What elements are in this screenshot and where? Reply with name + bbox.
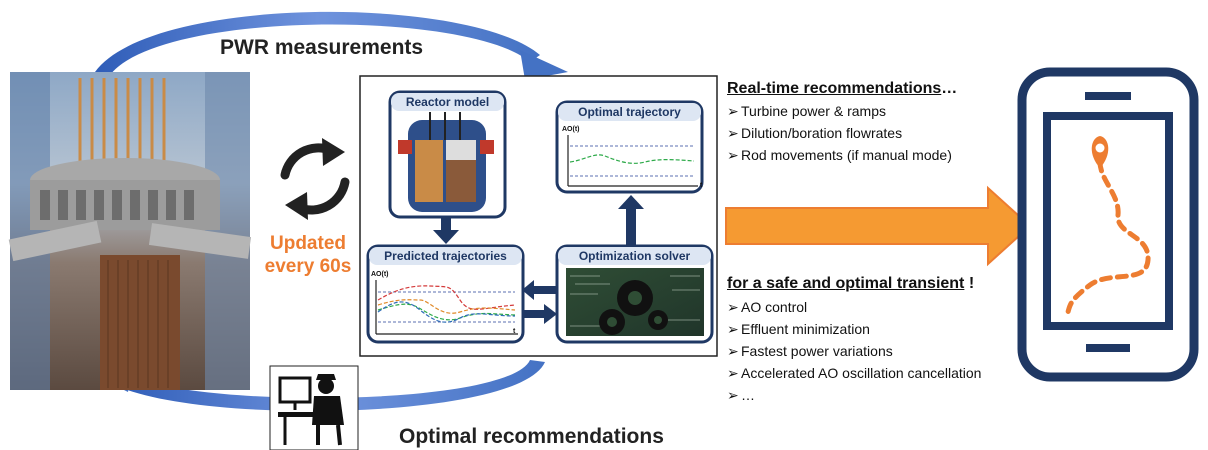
optimal-axis-t-label: t [700, 182, 703, 189]
predicted-trajectories-panel [366, 244, 525, 344]
optimization-solver-title: Optimization solver [578, 249, 691, 263]
update-frequency-label: Updated every 60s [258, 232, 358, 278]
update-line-2: every 60s [264, 256, 352, 277]
list-item: ➢Effluent minimization [727, 318, 981, 340]
realtime-header: Real-time recommendations… [727, 80, 957, 98]
panel-flow-arrows [433, 195, 644, 324]
list-item: ➢AO control [727, 296, 981, 318]
reactor-photo [8, 72, 252, 390]
safe-header: for a safe and optimal transient ! [727, 275, 974, 293]
bullet-arrow-icon: ➢ [727, 387, 739, 403]
safe-list: ➢AO control ➢Effluent minimization ➢Fast… [727, 296, 981, 406]
cycle-arrowhead-top [322, 138, 345, 166]
optimal-trajectory-panel [555, 100, 704, 194]
predicted-axis-t-label: t [513, 328, 516, 335]
operator-icon [269, 365, 359, 450]
bullet-arrow-icon: ➢ [727, 343, 739, 359]
reactor-model-title: Reactor model [405, 95, 490, 109]
realtime-header-ellipsis: … [941, 80, 958, 97]
cycle-arrowhead-bottom [285, 192, 308, 220]
bullet-arrow-icon: ➢ [727, 321, 739, 337]
pwr-measurements-label: PWR measurements [220, 36, 424, 59]
realtime-header-text: Real-time recommendations [727, 80, 942, 97]
bullet-arrow-icon: ➢ [727, 147, 739, 163]
predicted-axis-ao-label: AO(t) [371, 271, 389, 278]
recommendation-arrow [725, 185, 1032, 267]
update-line-1: Updated [270, 233, 346, 254]
bullet-arrow-icon: ➢ [727, 299, 739, 315]
realtime-list: ➢Turbine power & ramps ➢Dilution/boratio… [727, 100, 952, 166]
optimal-axis-ao-label: AO(t) [562, 126, 580, 133]
list-item: ➢… [727, 384, 981, 406]
top-loop-arrow [95, 11, 568, 80]
list-item: ➢Fastest power variations [727, 340, 981, 362]
safe-header-exclamation: ! [964, 275, 975, 292]
reactor-model-panel [388, 90, 507, 219]
phone-map-icon [1017, 67, 1199, 382]
optimal-recommendations-label: Optimal recommendations [399, 425, 664, 448]
list-item: ➢Rod movements (if manual mode) [727, 144, 952, 166]
optimization-solver-panel [555, 244, 714, 344]
bullet-arrow-icon: ➢ [727, 103, 739, 119]
bullet-arrow-icon: ➢ [727, 125, 739, 141]
gears-icon [599, 280, 668, 335]
list-item: ➢Turbine power & ramps [727, 100, 952, 122]
safe-header-text: for a safe and optimal transient [727, 275, 965, 292]
optimal-trajectory-title: Optimal trajectory [578, 105, 681, 119]
bullet-arrow-icon: ➢ [727, 365, 739, 381]
list-item: ➢Dilution/boration flowrates [727, 122, 952, 144]
predicted-trajectories-title: Predicted trajectories [384, 249, 507, 263]
list-item: ➢Accelerated AO oscillation cancellation [727, 362, 981, 384]
